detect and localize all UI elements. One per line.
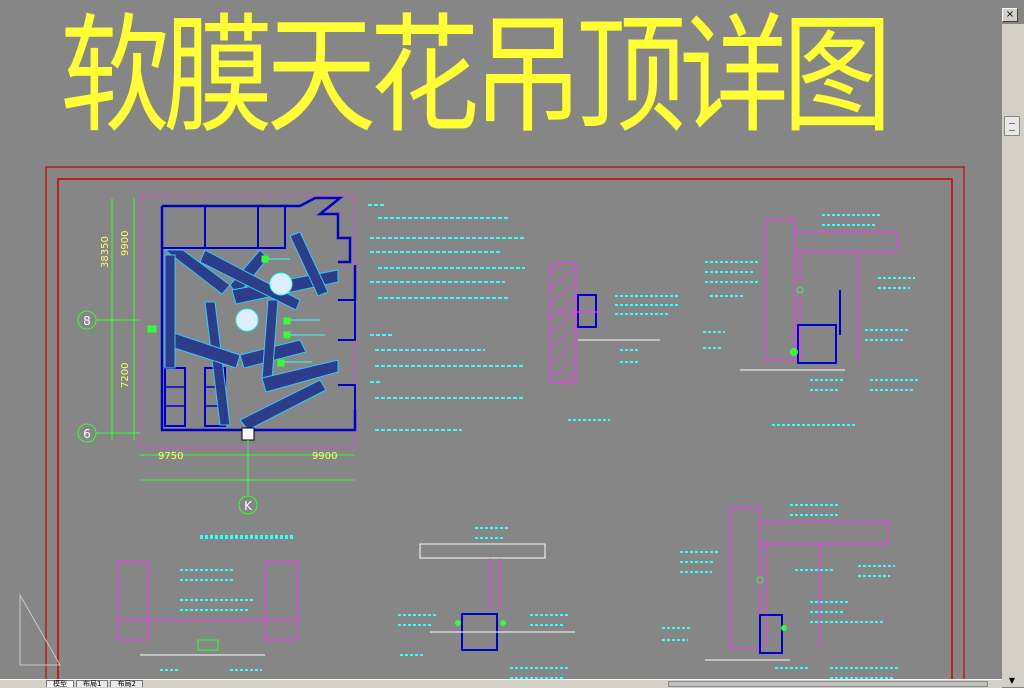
detail-bottom-right bbox=[662, 504, 900, 679]
detail-bottom-middle bbox=[398, 527, 575, 679]
cad-drawing: 8 6 K 38350 9900 7200 9750 9900 bbox=[19, 166, 965, 679]
dim-bottom-left: 9750 bbox=[158, 451, 183, 462]
cad-drawing-canvas[interactable]: 软膜天花吊顶详图 bbox=[0, 0, 1002, 679]
grid-label-6: 6 bbox=[83, 427, 91, 441]
dim-bottom: 7200 bbox=[120, 363, 131, 388]
dim-total: 38350 bbox=[100, 236, 111, 268]
grid-label-8: 8 bbox=[83, 314, 91, 328]
drawing-title: 软膜天花吊顶详图 bbox=[60, 2, 892, 151]
dim-top: 9900 bbox=[120, 231, 131, 256]
horizontal-scroll-thumb[interactable] bbox=[668, 681, 988, 687]
scroll-down-icon[interactable]: ▼ bbox=[1008, 676, 1016, 685]
scroll-thumb[interactable] bbox=[1004, 116, 1020, 136]
vertical-scrollbar[interactable]: ▼ bbox=[1002, 24, 1024, 687]
tab-layout-1[interactable]: 布局1 bbox=[76, 680, 109, 688]
tab-layout-2[interactable]: 布局2 bbox=[110, 680, 143, 688]
tab-model[interactable]: 模型 bbox=[46, 680, 74, 688]
ceiling-plan: 8 6 K 38350 9900 7200 9750 9900 bbox=[77, 195, 357, 515]
layout-tabs: 模型 布局1 布局2 bbox=[46, 680, 145, 688]
grid-label-k: K bbox=[244, 499, 253, 513]
horizontal-scrollbar[interactable] bbox=[0, 679, 1002, 688]
dim-bottom-right: 9900 bbox=[312, 451, 337, 462]
close-icon[interactable]: × bbox=[1002, 8, 1018, 22]
detail-bottom-left bbox=[117, 537, 298, 671]
sheet-outer-frame bbox=[45, 166, 965, 679]
ucs-icon bbox=[19, 593, 61, 666]
notes-block bbox=[368, 204, 525, 431]
detail-wall-section bbox=[549, 262, 680, 421]
sheet-inner-frame bbox=[57, 178, 953, 679]
detail-top-right bbox=[703, 214, 920, 426]
